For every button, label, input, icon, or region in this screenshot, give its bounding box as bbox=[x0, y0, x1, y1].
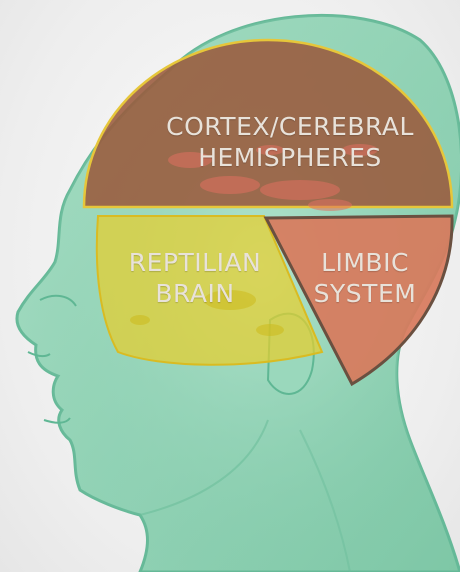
cortex-label-line-1: CORTEX/CEREBRAL bbox=[150, 112, 430, 143]
reptilian-label-line-2: BRAIN bbox=[110, 279, 280, 310]
reptilian-label: REPTILIAN BRAIN bbox=[110, 248, 280, 309]
limbic-label: LIMBIC SYSTEM bbox=[300, 248, 430, 309]
limbic-label-line-1: LIMBIC bbox=[300, 248, 430, 279]
cortex-label-line-2: HEMISPHERES bbox=[150, 143, 430, 174]
limbic-label-line-2: SYSTEM bbox=[300, 279, 430, 310]
cortex-label: CORTEX/CEREBRAL HEMISPHERES bbox=[150, 112, 430, 173]
reptilian-label-line-1: REPTILIAN bbox=[110, 248, 280, 279]
